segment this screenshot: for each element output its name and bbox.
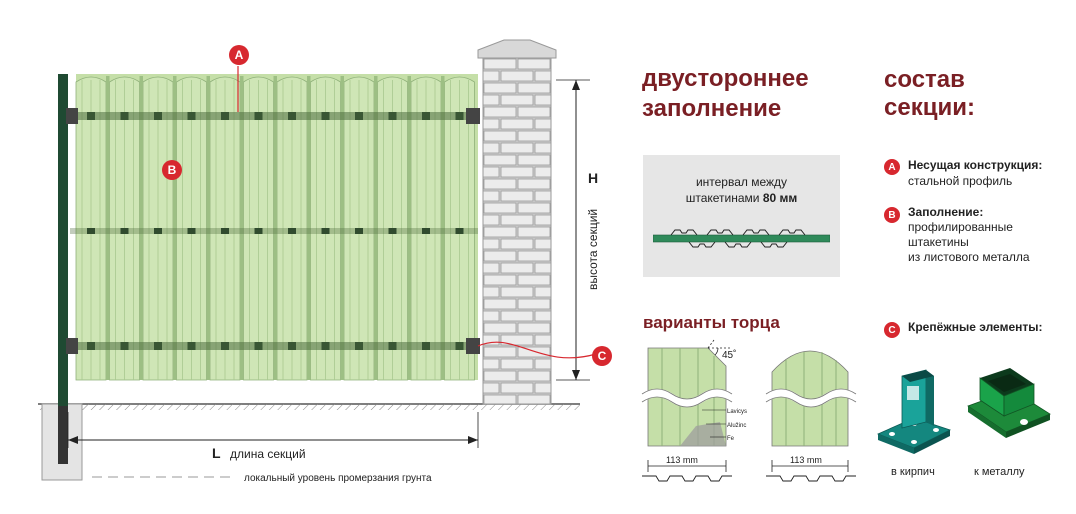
- brick-pillar: [482, 57, 552, 405]
- legend-marker-a: A: [884, 159, 900, 175]
- legend-title-a: Несущая конструкция:: [908, 158, 1043, 172]
- pillar-cap: [477, 39, 557, 59]
- mount-left-label: в кирпич: [891, 466, 935, 478]
- layer-aluzinc: Alužinc: [727, 423, 746, 429]
- fence-diagram: H высота секций L длина секций локальный…: [38, 39, 600, 484]
- ends-diagram: 45˚ Lavicys Alužinc Fe 113 mm 113 mm: [639, 339, 859, 482]
- rounded-end-picket: [771, 350, 849, 447]
- bracket-right-bottom: [466, 338, 480, 354]
- ends-title: варианты торца: [643, 313, 780, 332]
- picket-gap: [139, 76, 143, 380]
- picket-screw: [187, 228, 196, 234]
- picket-gap: [307, 76, 311, 380]
- bracket-left-top: [66, 108, 78, 124]
- width-right: 113 mm: [790, 455, 822, 465]
- layer-fe: Fe: [727, 436, 735, 442]
- c-leader-line: [477, 341, 597, 359]
- ground-hatch: [38, 404, 580, 410]
- legend-text-a: стальной профиль: [908, 174, 1013, 188]
- composition-title-line2: секции:: [884, 94, 975, 121]
- mount-right-label: к металлу: [974, 466, 1025, 478]
- length-symbol: L: [212, 445, 221, 461]
- bracket-left-bottom: [66, 338, 78, 354]
- picket-screw: [254, 228, 263, 234]
- interval-text-line2: штакетинами 80 мм: [643, 191, 840, 205]
- picket-screw: [87, 228, 95, 234]
- legend-title-c: Крепёжные элементы:: [908, 320, 1043, 334]
- layer-lavicys: Lavicys: [727, 409, 747, 415]
- frost-label: локальный уровень промерзания грунта: [244, 473, 432, 484]
- legend-title-b: Заполнение:: [908, 205, 984, 219]
- picket-gap: [374, 76, 378, 380]
- picket-screw: [120, 228, 129, 234]
- picket-gap: [407, 76, 411, 380]
- picket-gap: [441, 76, 445, 380]
- angle-label: 45˚: [722, 349, 736, 361]
- marker-c: C: [592, 346, 612, 366]
- filling-title: двустороннее заполнение: [642, 64, 809, 124]
- bottom-rail: [70, 342, 478, 350]
- composition-title: состав секции:: [884, 66, 975, 122]
- mount-metal-bracket: [967, 368, 1051, 438]
- picket-screw: [321, 228, 330, 234]
- picket-screw: [355, 228, 363, 234]
- picket-screw: [388, 228, 397, 234]
- post-base: [58, 404, 68, 464]
- picket-screw: [154, 228, 162, 234]
- picket-gap: [173, 76, 177, 380]
- picket-gap: [340, 76, 344, 380]
- legend-text-b-3: из листового металла: [908, 250, 1030, 264]
- picket-gap: [273, 76, 277, 380]
- mount-brick-bracket: [876, 369, 952, 454]
- height-label: высота секций: [586, 209, 600, 290]
- interval-box: интервал между штакетинами 80 мм: [643, 155, 840, 277]
- picket-screw: [455, 228, 464, 234]
- interval-value: 80 мм: [762, 191, 798, 205]
- picket-screw: [221, 228, 229, 234]
- legend-marker-b: B: [884, 207, 900, 223]
- length-label: длина секций: [230, 447, 306, 461]
- top-rail: [70, 112, 478, 120]
- picket-gap: [206, 76, 210, 380]
- bracket-right-top: [466, 108, 480, 124]
- picket-gap: [240, 76, 244, 380]
- picket-screw: [288, 228, 296, 234]
- fence-section: [66, 74, 480, 381]
- filling-title-line2: заполнение: [642, 95, 782, 122]
- marker-a: A: [229, 45, 249, 65]
- width-left: 113 mm: [666, 455, 698, 465]
- mid-rail: [70, 228, 478, 234]
- legend-text-b-1: профилированные: [908, 220, 1013, 234]
- composition-title-line1: состав: [884, 66, 965, 93]
- interval-text-prefix: штакетинами: [685, 191, 763, 205]
- marker-b: B: [162, 160, 182, 180]
- picket-gap: [106, 76, 110, 380]
- height-symbol: H: [588, 170, 598, 186]
- filling-title-line1: двустороннее: [642, 65, 809, 92]
- interval-text-line1: интервал между: [695, 175, 788, 189]
- profile-cross-section: [653, 229, 830, 248]
- legend-marker-c: C: [884, 322, 900, 338]
- legend-text-b-2: штакетины: [908, 235, 969, 249]
- left-post: [58, 74, 68, 406]
- picket-screw: [422, 228, 430, 234]
